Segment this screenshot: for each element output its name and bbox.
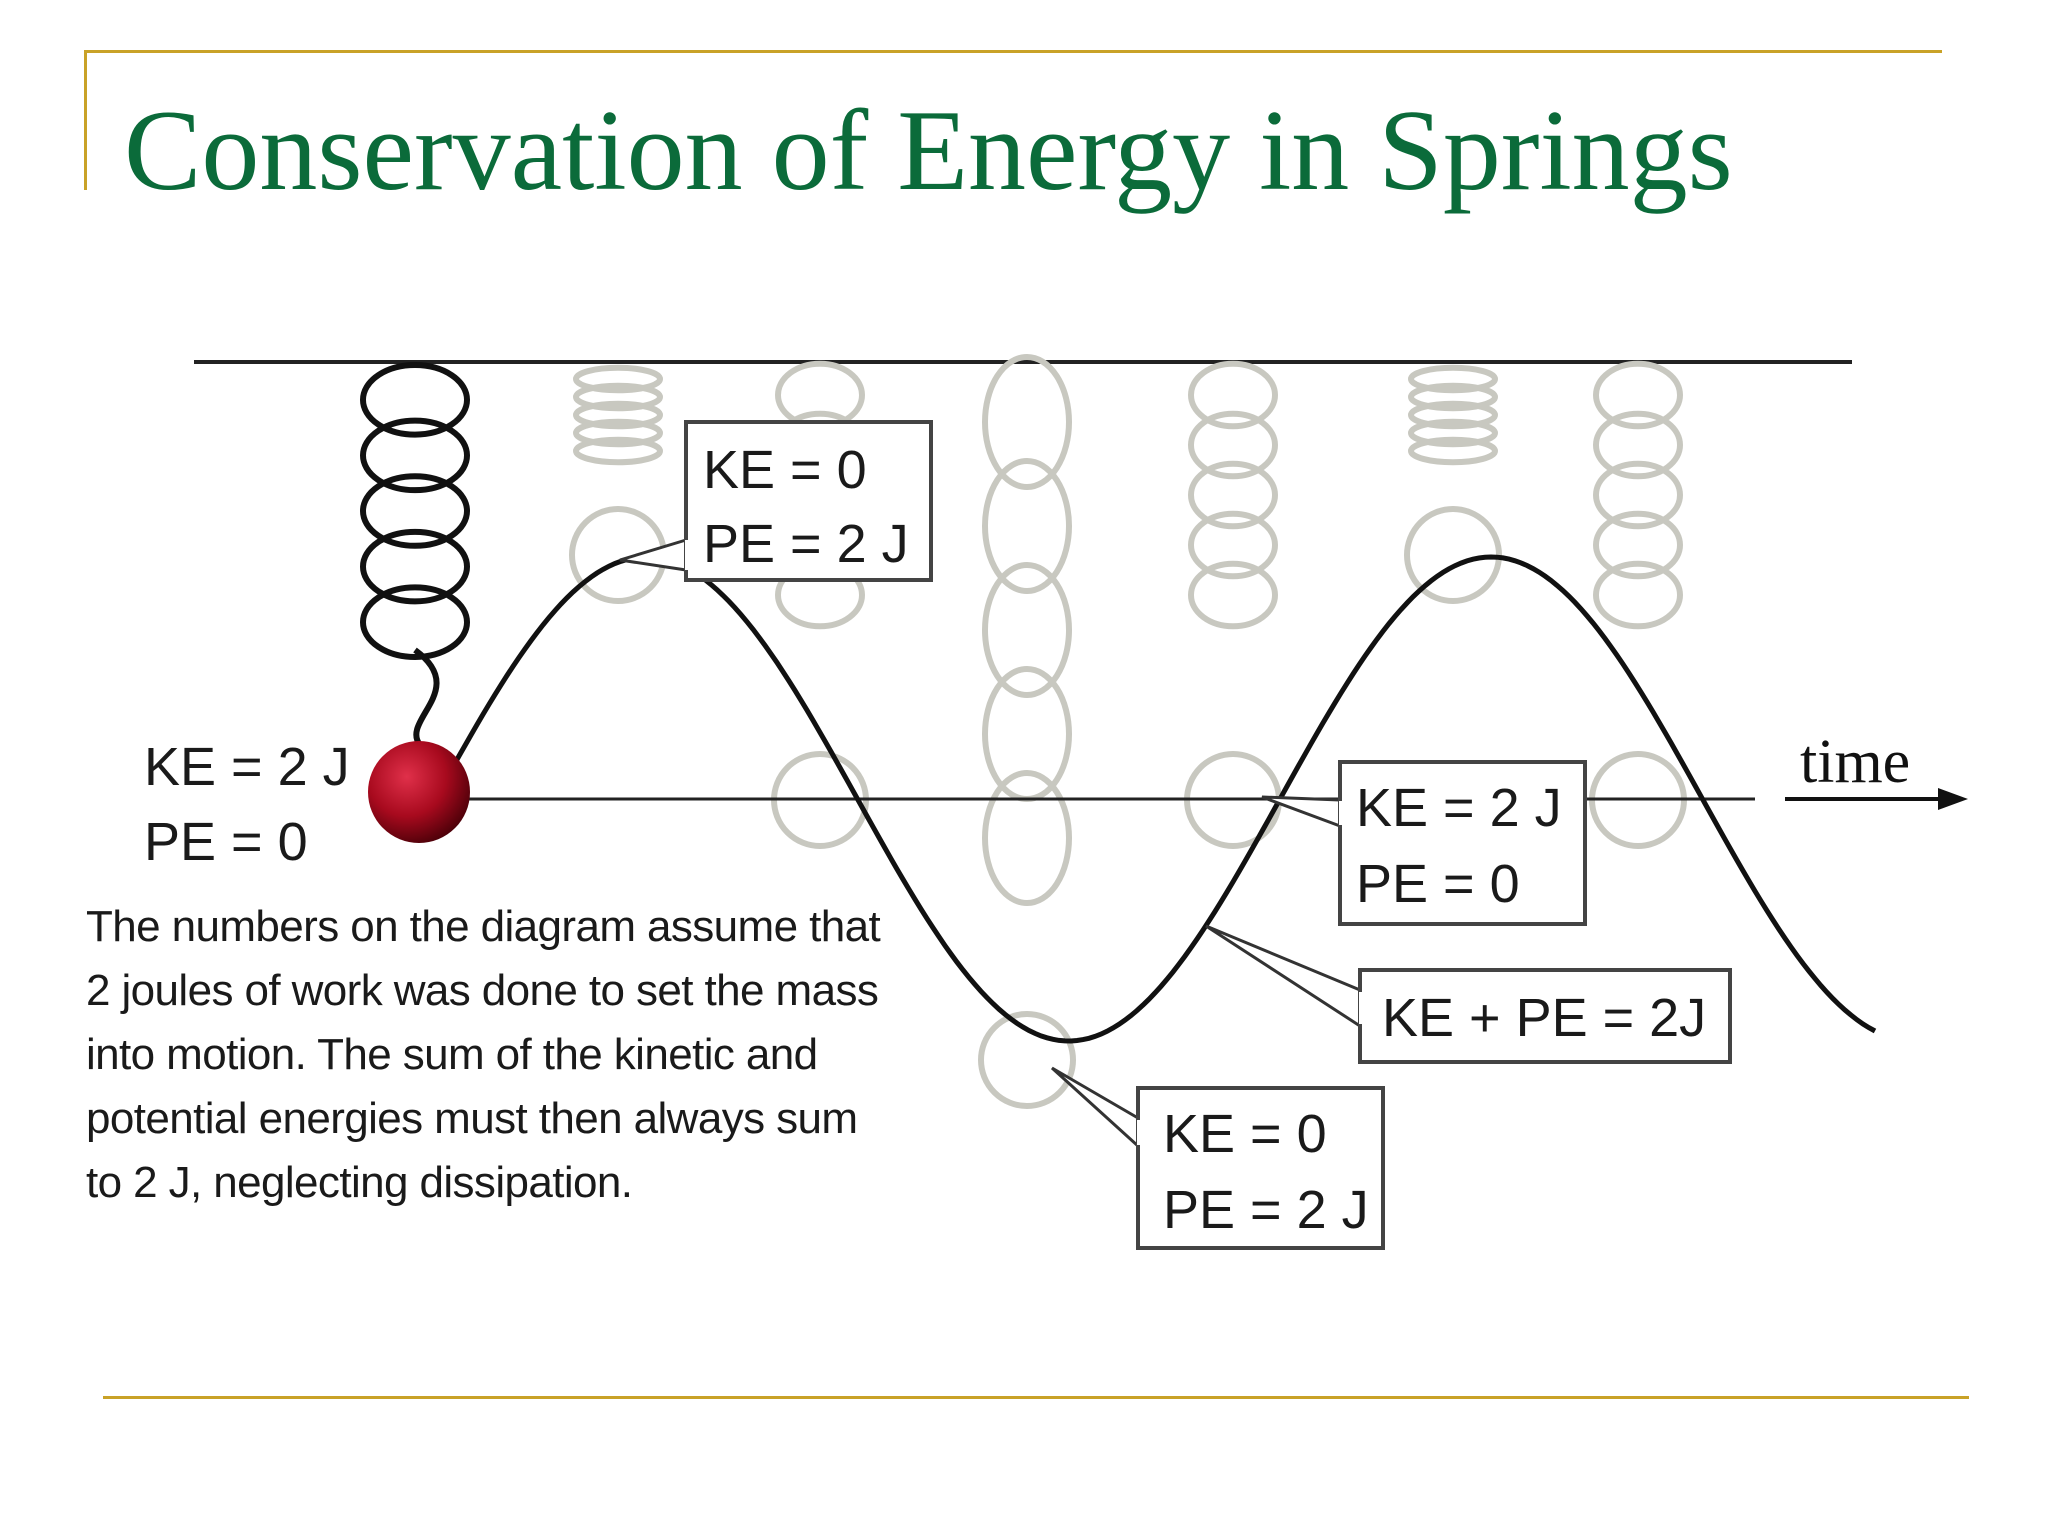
ghost-spring-coil — [981, 354, 1072, 906]
callout-top-box — [684, 420, 933, 582]
time-label: time — [1800, 728, 1910, 796]
callout-bottom-ke: KE = 0 — [1163, 1104, 1327, 1164]
explanation-note: The numbers on the diagram assume that 2… — [86, 902, 881, 1207]
time-arrow-head — [1938, 788, 1968, 810]
callout-bottom: KE = 0 PE = 2 J — [1050, 1066, 1385, 1250]
callout-middle-pointer — [1261, 795, 1341, 828]
ghost-spring-coil — [572, 364, 663, 466]
callout-start-pe: PE = 0 — [144, 812, 308, 872]
callout-bottom-pe: PE = 2 J — [1163, 1180, 1369, 1240]
callout-sum-text: KE + PE = 2J — [1382, 988, 1706, 1048]
callout-top-pointer — [619, 538, 687, 572]
top-rule — [84, 50, 1942, 53]
mass-ball — [368, 741, 470, 843]
callout-middle: KE = 2 J PE = 0 — [1261, 760, 1587, 926]
callout-sum-pointer — [1205, 924, 1361, 1028]
callout-top: KE = 0 PE = 2 J — [619, 420, 933, 582]
callout-sum: KE + PE = 2J — [1205, 924, 1732, 1064]
callout-top-ke: KE = 0 — [703, 440, 867, 500]
left-rule — [84, 50, 87, 190]
callout-middle-box — [1338, 760, 1587, 926]
callout-bottom-pointer — [1050, 1066, 1140, 1148]
slide-title: Conservation of Energy in Springs — [124, 87, 1733, 215]
ghost-spring-coil — [1592, 360, 1683, 630]
callout-start-ke: KE = 2 J — [144, 737, 350, 797]
callout-middle-ke: KE = 2 J — [1356, 778, 1562, 838]
bottom-rule — [103, 1396, 1969, 1399]
callout-bottom-box — [1136, 1086, 1385, 1250]
callout-middle-pe: PE = 0 — [1356, 854, 1520, 914]
main-spring — [359, 362, 470, 747]
ghost-spring-coil — [1187, 360, 1278, 630]
ghost-mass-ring — [978, 1011, 1076, 1109]
callout-top-pe: PE = 2 J — [703, 514, 909, 574]
ghost-spring-coil — [1407, 364, 1498, 466]
